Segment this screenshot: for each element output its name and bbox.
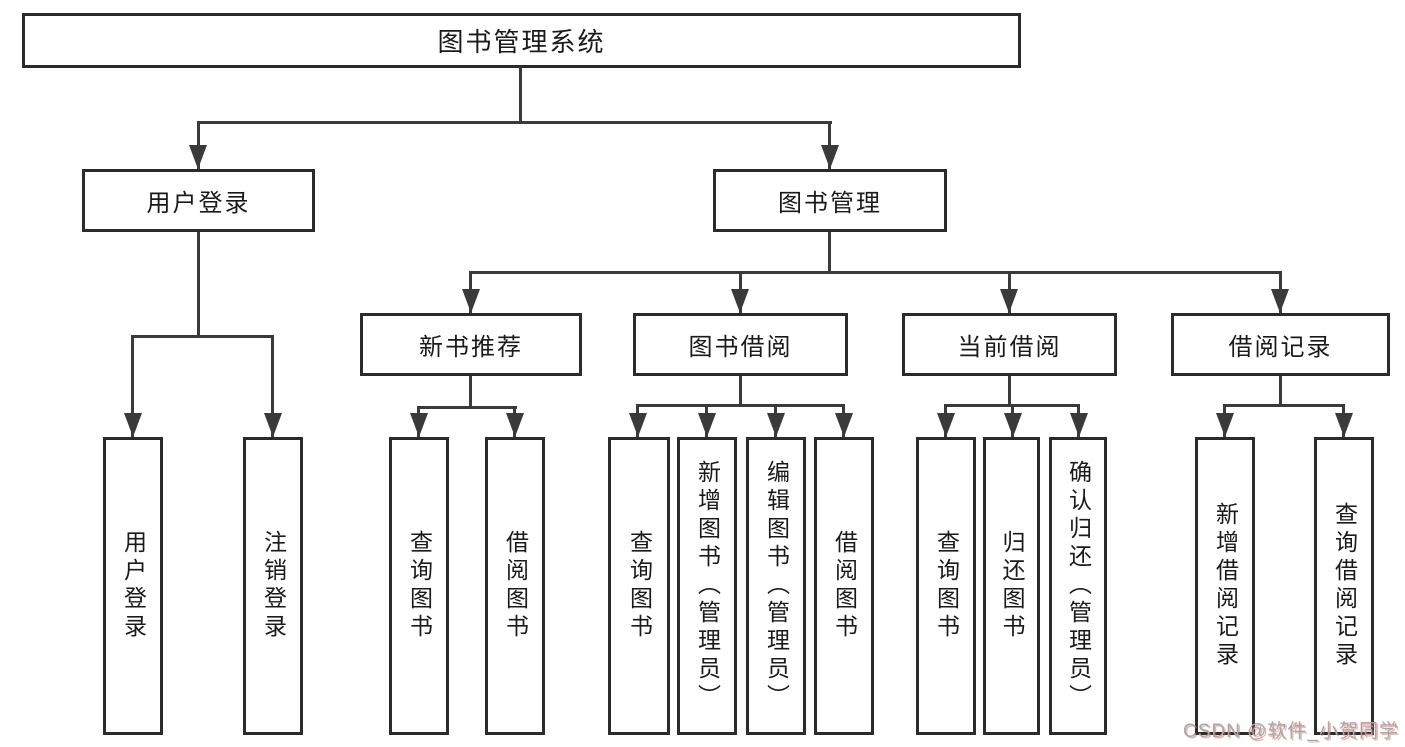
connector-stem [469, 376, 472, 408]
arrow-down-icon [629, 413, 647, 437]
arrow-down-icon [1000, 289, 1018, 313]
node-new-book-recommend: 新书推荐 [360, 313, 582, 376]
leaf-current-query-books: 查询图书 [916, 437, 976, 735]
connector-stem [828, 232, 831, 273]
arrow-down-icon [698, 413, 716, 437]
arrow-down-icon [1004, 413, 1022, 437]
leaf-record-add-record: 新增借阅记录 [1195, 437, 1255, 735]
connector-stem [197, 232, 200, 338]
connector-bar [1223, 404, 1345, 407]
leaf-borrow-borrow-books: 借阅图书 [814, 437, 874, 735]
node-user-login: 用户登录 [82, 169, 315, 232]
leaf-recommend-query-books: 查询图书 [389, 437, 449, 735]
leaf-borrow-add-books-admin: 新增图书（管理员） [677, 437, 737, 735]
node-current-borrow: 当前借阅 [902, 313, 1117, 376]
connector-bar [636, 404, 845, 407]
connector-bar [197, 121, 832, 124]
connector-stem [1008, 376, 1011, 406]
leaf-logout-login: 注销登录 [243, 437, 303, 735]
connector-bar [417, 406, 517, 409]
arrow-down-icon [506, 413, 524, 437]
arrow-down-icon [124, 413, 142, 437]
leaf-borrow-query-books: 查询图书 [608, 437, 670, 735]
node-book-borrow: 图书借阅 [633, 313, 848, 376]
node-book-management: 图书管理 [713, 169, 947, 232]
connector-branch [131, 335, 134, 437]
connector-stem [1279, 376, 1282, 406]
arrow-down-icon [835, 413, 853, 437]
arrow-down-icon [462, 289, 480, 313]
connector-stem [739, 376, 742, 406]
leaf-recommend-borrow-books: 借阅图书 [485, 437, 545, 735]
arrow-down-icon [189, 145, 207, 169]
leaf-borrow-edit-books-admin: 编辑图书（管理员） [746, 437, 806, 735]
node-borrow-record: 借阅记录 [1171, 313, 1390, 376]
arrow-down-icon [1216, 413, 1234, 437]
connector-bar [469, 271, 1281, 274]
leaf-current-confirm-return-admin: 确认归还（管理员） [1049, 437, 1107, 735]
arrow-down-icon [731, 289, 749, 313]
node-root: 图书管理系统 [22, 13, 1021, 68]
connector-bar [131, 335, 274, 338]
arrow-down-icon [1271, 289, 1289, 313]
leaf-user-login: 用户登录 [103, 437, 163, 735]
arrow-down-icon [821, 145, 839, 169]
connector-branch [271, 335, 274, 437]
leaf-record-query-record: 查询借阅记录 [1314, 437, 1374, 735]
arrow-down-icon [410, 413, 428, 437]
arrow-down-icon [1070, 413, 1088, 437]
arrow-down-icon [264, 413, 282, 437]
leaf-current-return-books: 归还图书 [983, 437, 1040, 735]
csdn-watermark: CSDN @软件_小贺同学 [1183, 721, 1399, 742]
arrow-down-icon [937, 413, 955, 437]
arrow-down-icon [1335, 413, 1353, 437]
connector-stem [519, 67, 522, 124]
arrow-down-icon [767, 413, 785, 437]
